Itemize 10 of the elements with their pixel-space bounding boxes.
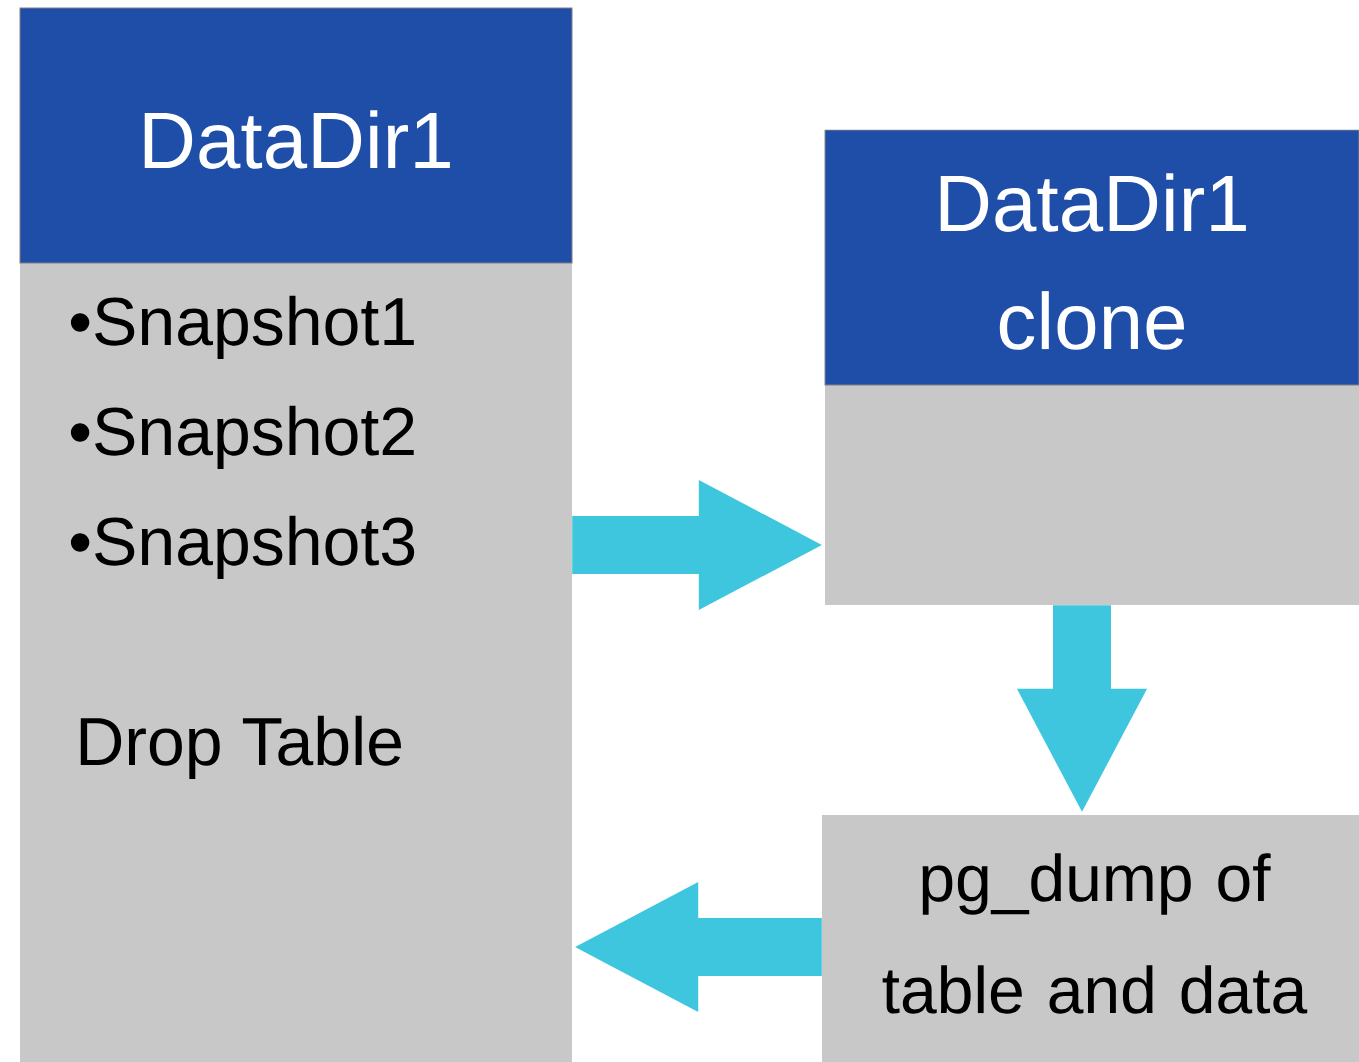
list-item: Drop Table [80, 715, 401, 780]
panel [19, 7, 573, 1062]
panel [822, 815, 1359, 1062]
list-item: •Snapshot2 [70, 405, 414, 470]
list-item: •Snapshot3 [70, 515, 415, 580]
header-bar: DataDir1 clone [824, 129, 1359, 386]
list-item: •Snapshot1 [70, 295, 414, 360]
panel [824, 129, 1359, 605]
box-text: pg_dump of table and data [882, 853, 1308, 1014]
header-bar: DataDir1 [19, 7, 573, 264]
